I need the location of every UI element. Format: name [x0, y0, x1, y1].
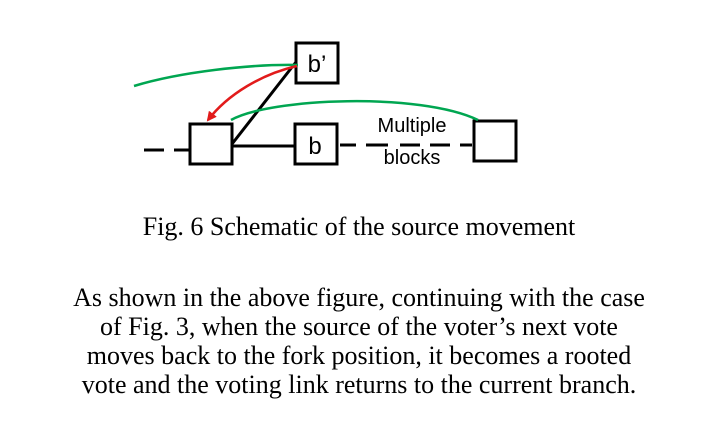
figure-caption: Fig. 6 Schematic of the source movement — [142, 212, 576, 241]
block-b-prime — [294, 41, 340, 85]
new-voting-link — [230, 99, 479, 122]
old-voting-link — [133, 63, 299, 88]
block-b-prime-label: b’ — [308, 51, 327, 78]
fork-diagram: b’ b Multiple blocks — [133, 41, 518, 170]
paragraph-line-2: of Fig. 3, when the source of the voter’… — [100, 312, 618, 341]
multiple-blocks-label-line1: Multiple — [378, 115, 447, 137]
block-b — [293, 122, 339, 166]
paragraph-line-4: vote and the voting link returns to the … — [81, 370, 637, 399]
paragraph-line-1: As shown in the above figure, continuing… — [73, 283, 645, 312]
paragraph-line-3: moves back to the fork position, it beco… — [86, 341, 632, 370]
source-movement-arrow — [206, 64, 298, 122]
description-paragraph: As shown in the above figure, continuing… — [0, 283, 718, 399]
multiple-blocks-label-line2: blocks — [384, 147, 441, 169]
fork-block — [188, 122, 234, 166]
fork-to-b-prime-link — [230, 61, 298, 145]
block-b-label: b — [308, 133, 321, 160]
current-head-block — [472, 119, 518, 163]
